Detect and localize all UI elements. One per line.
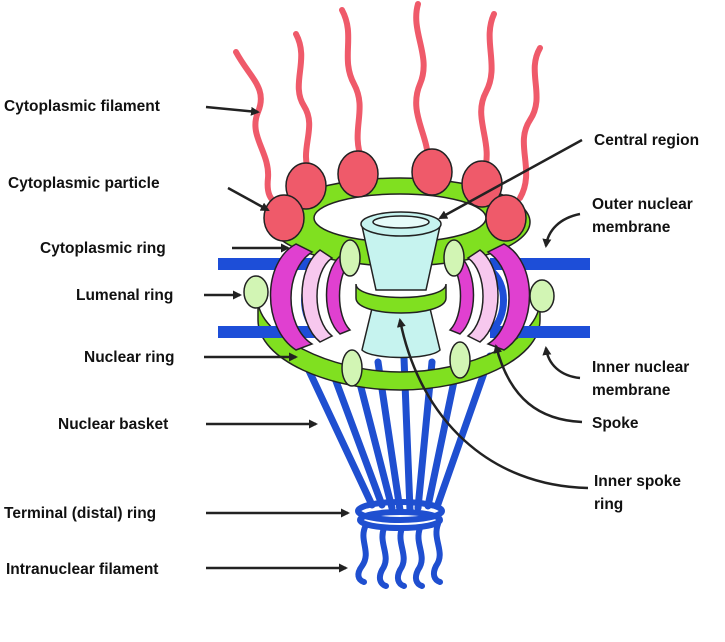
label-inner-spoke-ring-line1: Inner spoke [594,473,681,490]
inner-spoke-ring [355,283,447,314]
label-spoke: Spoke [592,415,639,432]
arrow-inner-nuclear-membrane [542,346,581,380]
lumenal-ring [243,239,555,387]
basket-filament [434,352,494,508]
spoke [301,249,334,343]
label-outer-nuclear-membrane-line2: membrane [592,219,671,236]
label-lumenal-ring: Lumenal ring [76,287,173,304]
arrow-spoke [493,344,583,424]
cytoplasmic-filament-6 [517,45,543,201]
cytoplasmic-filament-4 [413,1,431,163]
cytoplasmic-particle [485,194,527,242]
basket-filament [326,361,386,509]
arrow-cytoplasmic-filament [205,105,260,116]
spoke [448,255,475,335]
cytoplasmic-particle [337,150,379,198]
label-cytoplasmic-ring: Cytoplasmic ring [40,240,166,257]
cytoplasmic-particle [263,194,305,242]
label-terminal-ring: Terminal (distal) ring [4,505,156,522]
basket-filament [352,364,396,512]
label-central-region: Central region [594,132,699,149]
spoke [466,249,499,343]
cytoplasmic-filament-1 [233,49,281,209]
intranuclear-filaments [355,521,443,589]
spokes-right [448,243,531,351]
central-region [360,211,442,359]
cytoplasmic-particle [411,148,453,196]
cytoplasmic-particle [285,162,327,210]
spokes-left [269,243,352,351]
cytoplasmic-filaments [233,1,543,209]
spoke [269,243,314,351]
label-inner-nuclear-membrane-line2: membrane [592,382,671,399]
label-cytoplasmic-filament: Cytoplasmic filament [4,98,160,115]
arrow-central-region [438,138,583,220]
label-outer-nuclear-membrane-line1: Outer nuclear [592,196,693,213]
label-nuclear-ring: Nuclear ring [84,349,174,366]
basket-filament [300,356,376,509]
cytoplasmic-filament-3 [339,7,365,163]
arrow-inner-spoke-ring [396,318,589,490]
cytoplasmic-particles [263,148,527,242]
labels: Cytoplasmic filament Cytoplasmic particl… [4,98,699,578]
arrow-cytoplasmic-particle [227,186,270,212]
spoke [325,255,352,335]
label-cytoplasmic-particle: Cytoplasmic particle [8,175,160,192]
cytoplasmic-filament-2 [293,31,313,177]
cytoplasmic-filament-5 [478,11,497,175]
pointer-arrows [204,105,589,573]
label-intranuclear-filament: Intranuclear filament [6,561,158,578]
label-inner-nuclear-membrane-line1: Inner nuclear [592,359,689,376]
label-nuclear-basket: Nuclear basket [58,416,168,433]
label-inner-spoke-ring-line2: ring [594,496,623,513]
basket-filament [424,358,462,510]
arrow-outer-nuclear-membrane [542,212,581,248]
